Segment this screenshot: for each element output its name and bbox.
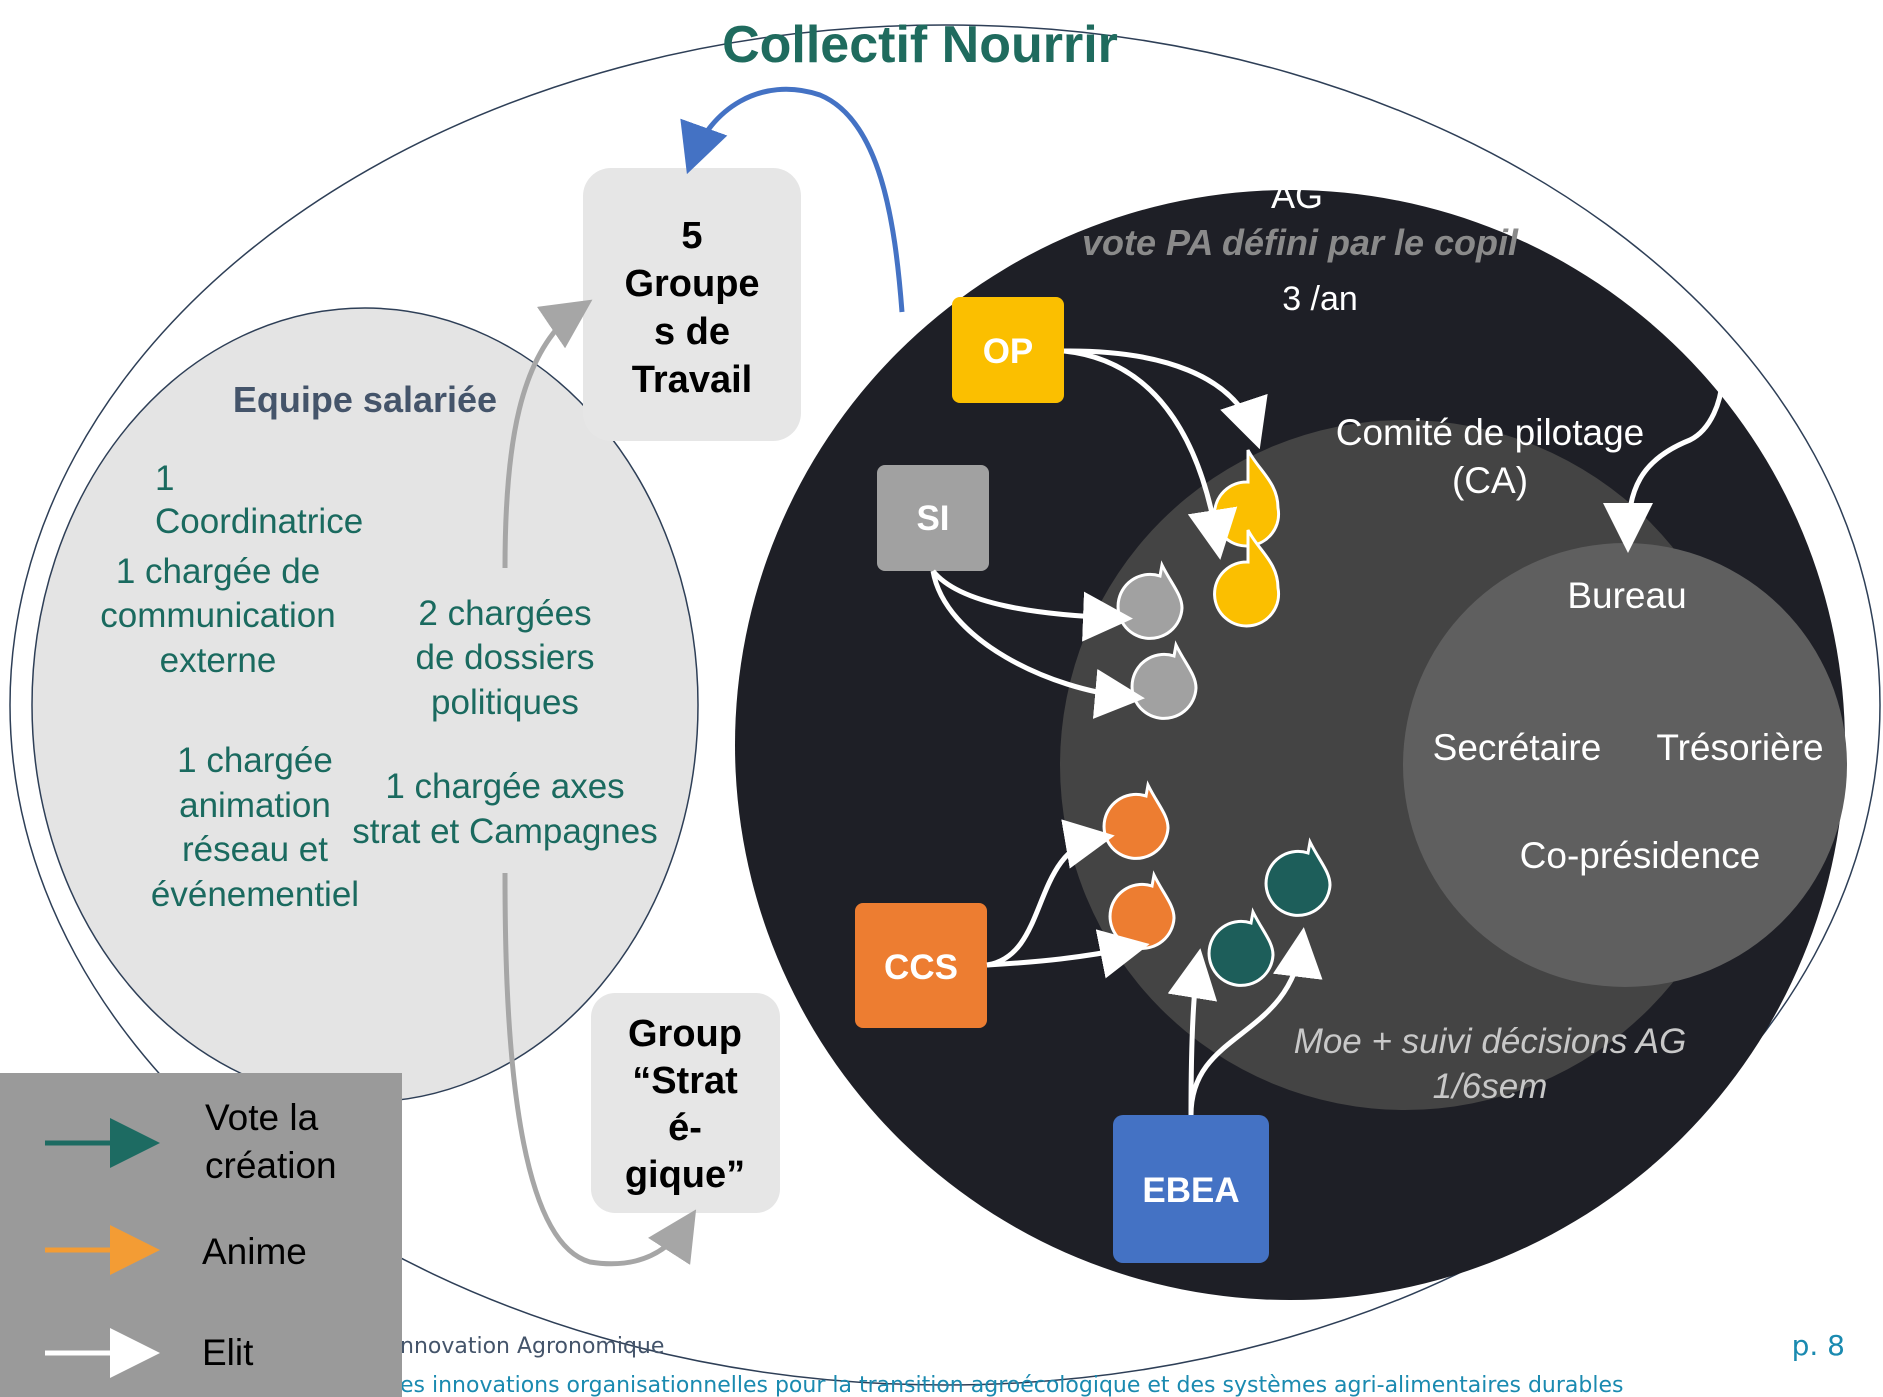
- legend-vote-line2: création: [205, 1145, 337, 1186]
- page-number: p. 8: [1792, 1329, 1845, 1362]
- groupe-strategique-line3: é-: [668, 1107, 702, 1149]
- ebea-drop-2: [1207, 907, 1275, 987]
- bureau-circle: [1403, 543, 1847, 987]
- staff-to-groupes-arrow: [502, 299, 593, 569]
- legend-anime-label: Anime: [202, 1231, 307, 1272]
- copresidence-label: Co-présidence: [1520, 835, 1761, 876]
- footer-line2: es innovations organisationnelles pour l…: [400, 1373, 1623, 1397]
- ag-subtitle: vote PA défini par le copil: [1082, 222, 1519, 263]
- groupes-travail-line1: 5: [681, 215, 702, 257]
- communication-line2: communication: [100, 596, 335, 635]
- bureau-label: Bureau: [1567, 575, 1686, 616]
- groupes-travail-line2: Groupe: [624, 263, 759, 305]
- ebea-arrow-2: [1188, 927, 1323, 1116]
- legend-box: [0, 1073, 402, 1397]
- coordinatrice-line1: 1: [155, 459, 174, 498]
- secretaire-label: Secrétaire: [1433, 727, 1602, 768]
- staff-to-strategique-arrow: [502, 872, 697, 1267]
- ccs-box: [855, 903, 987, 1028]
- legend-elit-label: Elit: [202, 1332, 254, 1373]
- groupe-strategique-line4: gique”: [625, 1154, 745, 1196]
- axes-line2: strat et Campagnes: [352, 812, 657, 851]
- ebea-box: [1113, 1115, 1269, 1263]
- op-arrow-2: [1063, 348, 1238, 560]
- groupe-strategique-line1: Group: [628, 1013, 742, 1055]
- op-drop-2: [1213, 529, 1281, 628]
- dossiers-line3: politiques: [431, 683, 579, 722]
- groupes-travail-box: [583, 168, 801, 441]
- staff-title: Equipe salariée: [233, 379, 497, 420]
- groupe-strategique-box: [591, 993, 780, 1213]
- copil-label: Comité de pilotage: [1336, 412, 1645, 453]
- si-arrow-1: [931, 569, 1133, 642]
- ebea-label: EBEA: [1142, 1171, 1239, 1210]
- coordinatrice-line2: Coordinatrice: [155, 502, 363, 541]
- ccs-label: CCS: [884, 948, 958, 987]
- page-title: Collectif Nourrir: [722, 16, 1118, 74]
- copil-note: Moe + suivi décisions AG: [1294, 1022, 1687, 1061]
- copil-label-ca: (CA): [1452, 460, 1528, 501]
- op-arrow-1: [1063, 348, 1268, 450]
- collectif-outline: [9, 24, 1881, 1386]
- axes-line1: 1 chargée axes: [385, 767, 624, 806]
- ebea-drop-1: [1264, 837, 1332, 917]
- groupes-travail-line3: s de: [654, 311, 730, 353]
- ccs-arrow-2: [986, 929, 1150, 979]
- animation-line1: 1 chargée: [177, 741, 333, 780]
- animation-line2: animation: [179, 786, 331, 825]
- groupes-travail-line4: Travail: [632, 359, 752, 401]
- si-box: [877, 465, 989, 571]
- si-arrow-2: [930, 570, 1145, 719]
- si-drop-2: [1130, 640, 1198, 720]
- ebea-representatives: [1207, 837, 1332, 987]
- communication-line1: 1 chargée de: [116, 552, 320, 591]
- op-label: OP: [983, 332, 1034, 371]
- communication-line3: externe: [160, 641, 277, 680]
- ag-frequency: 3 /an: [1282, 280, 1358, 318]
- ag-to-groupes-arrow: [680, 86, 905, 313]
- legend-vote-line1: Vote la: [205, 1097, 319, 1138]
- dossiers-line1: 2 chargées: [418, 594, 591, 633]
- si-representatives: [1116, 560, 1198, 720]
- ccs-drop-1: [1102, 780, 1170, 860]
- si-label: SI: [916, 499, 949, 538]
- ccs-arrow-1: [986, 819, 1115, 968]
- groupe-strategique-line2: “Strat: [632, 1060, 738, 1102]
- animation-line3: réseau et: [182, 830, 328, 869]
- op-box: [952, 297, 1064, 403]
- footer-line1: nnovation Agronomique: [400, 1334, 664, 1359]
- dossiers-line2: de dossiers: [416, 638, 595, 677]
- tresoriere-label: Trésorière: [1656, 727, 1823, 768]
- si-drop-1: [1116, 560, 1184, 640]
- ag-label: AG: [1271, 175, 1323, 216]
- copil-to-bureau-arrow: [1603, 289, 1725, 553]
- animation-line4: événementiel: [151, 875, 359, 914]
- copil-frequency: 1/6sem: [1433, 1067, 1548, 1106]
